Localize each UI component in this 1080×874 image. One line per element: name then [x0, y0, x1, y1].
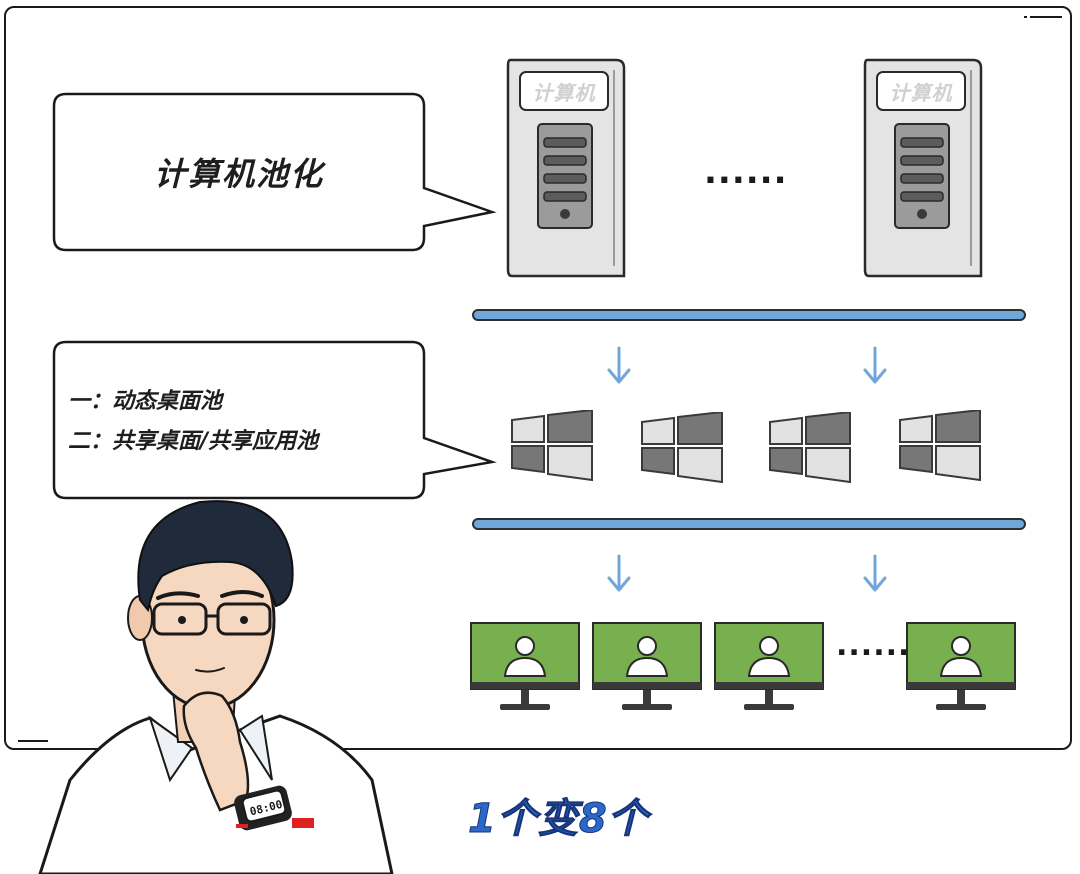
server-icon	[506, 58, 626, 278]
caption: 1个变8个	[468, 796, 649, 843]
monitor-ellipsis: ......	[836, 628, 911, 663]
down-arrow-icon	[863, 554, 887, 592]
callout-title: 计算机池化	[153, 155, 324, 193]
speech-bubble-bottom	[52, 340, 497, 500]
desktop-pool-bar	[472, 518, 1026, 530]
server-icon	[863, 58, 983, 278]
server-1: 计算机	[504, 56, 628, 284]
server-2: 计算机	[861, 56, 985, 284]
down-arrow-icon	[863, 346, 887, 384]
windows-logo-icon	[641, 412, 723, 484]
corner-tick	[1030, 16, 1062, 18]
server-label: 计算机	[532, 80, 596, 105]
monitor-user-icon	[714, 622, 824, 710]
callout-list: 一：动态桌面池 二：共享桌面/共享应用池	[68, 382, 428, 462]
resource-pool-bar	[472, 309, 1026, 321]
speech-bubble-top	[52, 92, 497, 252]
windows-logo-icon	[511, 410, 593, 482]
callout-line-2: 二：共享桌面/共享应用池	[68, 429, 319, 454]
server-label: 计算机	[889, 80, 953, 105]
presenter-character: 08:00	[38, 500, 394, 874]
corner-tick	[18, 740, 48, 742]
down-arrow-icon	[607, 346, 631, 384]
windows-logo-icon	[769, 412, 851, 484]
down-arrow-icon	[607, 554, 631, 592]
windows-logo-icon	[899, 410, 981, 482]
server-ellipsis: ......	[704, 152, 788, 192]
monitor-user-icon	[470, 622, 580, 710]
monitor-user-icon	[906, 622, 1016, 710]
corner-tick	[1024, 16, 1027, 18]
callout-line-1: 一：动态桌面池	[68, 389, 223, 414]
monitor-user-icon	[592, 622, 702, 710]
